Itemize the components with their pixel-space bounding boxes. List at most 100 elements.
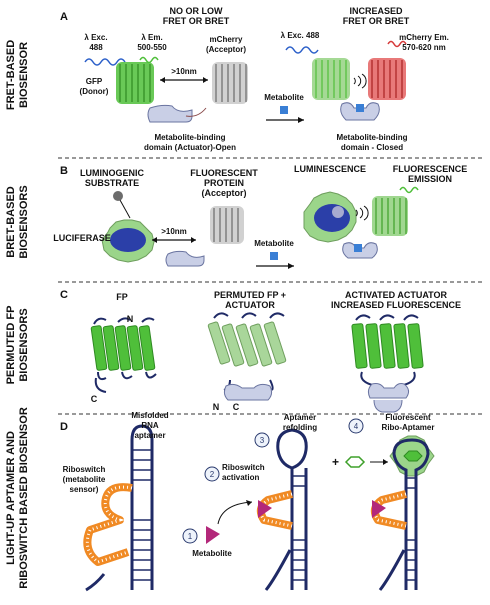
panel-b-side-label-2: BIOSENSORS (18, 185, 30, 258)
step3-badge (254, 432, 270, 448)
refolding-rna-icon (256, 428, 308, 591)
fluorophore-hexagon-icon (344, 456, 366, 468)
mcherry-barrel-right-icon (368, 58, 406, 100)
permuted-title-2: ACTUATOR (225, 300, 275, 310)
mcherry-barrel-icon (212, 62, 248, 104)
acceptor-label-1: mCherry (210, 35, 243, 44)
distance-arrowheads-b-icon (152, 237, 196, 243)
luciferase-icon (110, 228, 146, 252)
panel-a-right-title-2: FRET OR BRET (343, 16, 410, 26)
emission-label-1: FLUORESCENCE (393, 164, 468, 174)
panel-a-left-title-1: NO OR LOW (170, 6, 223, 16)
luciferase-label: LUCIFERASE (53, 233, 111, 243)
misfolded-3: aptamer (134, 431, 165, 440)
em-left-1: λ Em. (141, 33, 162, 42)
acceptor-label-2: (Acceptor) (206, 45, 246, 54)
bound-metabolite-b-icon (354, 244, 362, 252)
binding-arrowhead-icon (246, 500, 252, 506)
actuator-open-2: domain (Actuator)-Open (144, 143, 236, 152)
substrate-1: LUMINOGENIC (80, 168, 144, 178)
fp-barrel-b-right-icon (372, 196, 408, 236)
donor-label-2: (Donor) (80, 87, 109, 96)
gfp-barrel-icon (116, 62, 154, 104)
panel-a-side-label-2: BIOSENSOR (18, 42, 30, 108)
panel-a: A FRET-BASED BIOSENSOR NO OR LOW FRET OR… (5, 6, 449, 152)
riboswitch-3: sensor) (70, 485, 99, 494)
fp-barrel-b-icon (210, 206, 244, 244)
energy-transfer-b-icon (355, 205, 369, 221)
distance-label-b: >10nm (161, 227, 187, 236)
step3-label-2: refolding (283, 423, 317, 432)
step2-label-2: activation (222, 473, 259, 482)
em-right-1: mCherry Em. (399, 33, 449, 42)
metabolite-square-b-icon (270, 252, 278, 260)
excitation-wave-icon (84, 58, 126, 66)
donor-label-1: GFP (86, 77, 103, 86)
misfolded-2: RNA (141, 421, 159, 430)
distance-arrowheads-icon (160, 77, 208, 83)
energy-transfer-icon (353, 73, 367, 89)
bound-metabolite-icon (356, 104, 364, 112)
riboswitch-1: Riboswitch (63, 465, 106, 474)
panel-b: B BRET-BASED BIOSENSORS LUMINOGENIC SUBS… (5, 164, 467, 269)
panel-c-side-label-1: PERMUTED FP (5, 306, 17, 385)
step4-label-1: Fluorescent (385, 413, 431, 422)
linker-icon (185, 107, 207, 117)
actuator-closed-2: domain - Closed (341, 143, 403, 152)
excitation-wave-right-icon (285, 46, 319, 54)
plus-sign: + (332, 455, 339, 469)
misfolded-1: Misfolded (131, 411, 168, 420)
actuator-open-1: Metabolite-binding (154, 133, 225, 142)
emission-label-2: EMISSION (408, 174, 452, 184)
fp-strands-icon (90, 317, 157, 393)
fp-n-label: N (127, 314, 134, 324)
permuted-n-label: N (213, 402, 220, 412)
permuted-fp-icon (207, 312, 287, 401)
step2-label-1: Riboswitch (222, 463, 265, 472)
activated-title-1: ACTIVATED ACTUATOR (345, 290, 447, 300)
green-emission-wave-icon (399, 186, 419, 194)
fp-label-1: FLUORESCENT (190, 168, 258, 178)
metabolite-label-b: Metabolite (254, 239, 294, 248)
metabolite-label-a: Metabolite (264, 93, 304, 102)
step4-num: 4 (354, 422, 359, 431)
fp-title: FP (116, 292, 128, 302)
step1-num: 1 (188, 532, 193, 541)
bound-substrate-icon (332, 206, 344, 218)
distance-label-a: >10nm (171, 67, 197, 76)
misfolded-rna-icon (83, 424, 154, 592)
actuator-closed-1: Metabolite-binding (336, 133, 407, 142)
red-emission-wave-icon (387, 40, 407, 48)
luminescence-label: LUMINESCENCE (294, 164, 366, 174)
step4-badge (348, 418, 364, 434)
substrate-icon (113, 191, 123, 201)
fp-c-label: C (91, 394, 98, 404)
panel-c-side-label-2: BIOSENSORS (18, 308, 30, 381)
panel-b-side-label-1: BRET-BASED (5, 186, 17, 258)
exc-left-2: 488 (89, 43, 103, 52)
reaction-arrowhead-a-icon (298, 117, 304, 123)
actuator-open-icon (147, 104, 193, 123)
step2-num: 2 (210, 470, 215, 479)
substrate-arrow-icon (119, 199, 131, 219)
panel-a-left-title-2: FRET OR BRET (163, 16, 230, 26)
step1-badge (182, 528, 198, 544)
activated-fp-icon (351, 314, 424, 413)
panel-d-letter: D (60, 421, 68, 433)
em-left-2: 500-550 (137, 43, 167, 52)
panel-d-side-label-1: LIGHT-UP APTAMER AND (5, 431, 17, 565)
panel-d-side-label-2: RIBOSWITCH BASED BIOSENSOR (18, 407, 30, 589)
permuted-title-1: PERMUTED FP + (214, 290, 286, 300)
substrate-2: SUBSTRATE (85, 178, 139, 188)
panel-d: D LIGHT-UP APTAMER AND RIBOSWITCH BASED … (5, 407, 435, 592)
luciferase-right-icon (314, 204, 350, 232)
fluorescent-aptamer-icon (370, 435, 435, 591)
exc-left-1: λ Exc. (84, 33, 107, 42)
panel-a-right-title-1: INCREASED (349, 6, 403, 16)
riboswitch-2: (metabolite (63, 475, 106, 484)
emission-wave-icon (139, 56, 159, 64)
permuted-c-label: C (233, 402, 240, 412)
fp-label-2: PROTEIN (204, 178, 244, 188)
em-right-2: 570-620 nm (402, 43, 446, 52)
